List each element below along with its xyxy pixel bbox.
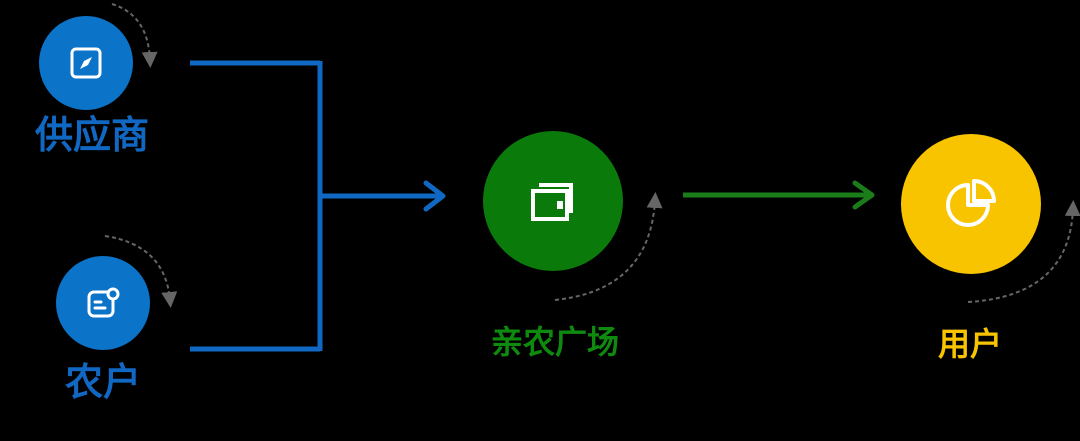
plaza-label: 亲农广场 [490,323,619,361]
flow-arrow [683,180,875,210]
pie-chart-icon [946,179,996,227]
wallet-icon [531,183,573,221]
user-node[interactable] [901,134,1041,274]
farmer-node[interactable] [56,256,150,350]
compass-icon [70,47,102,79]
farmer-label: 农户 [64,360,141,404]
orbit-arc-plaza [554,192,663,301]
orbit-arc-user [967,200,1080,303]
supplier-node[interactable] [39,16,133,110]
supplier-label: 供应商 [34,113,149,157]
merge-bracket [190,60,446,352]
orbit-arc-farmer [104,235,178,308]
plaza-node[interactable] [483,131,623,271]
orbit-arc-supplier [111,3,158,68]
user-label: 用户 [937,325,1002,363]
profile-card-icon [87,287,120,318]
